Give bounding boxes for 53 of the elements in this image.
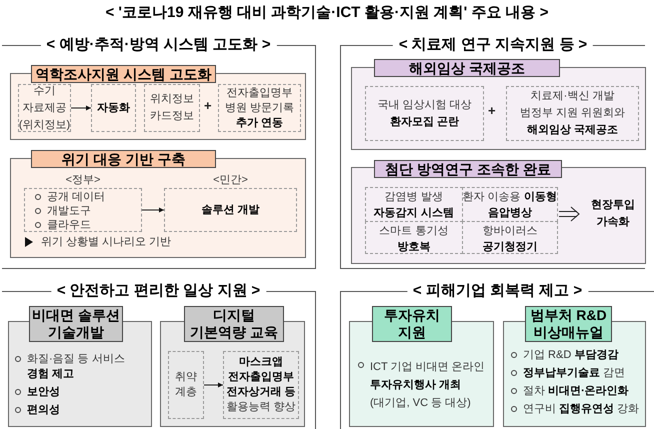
box-text: 자동화	[97, 100, 130, 116]
bullet-text: 공개 데이터	[47, 190, 106, 205]
dashed-box	[144, 84, 200, 132]
box-text: 취약 계층	[174, 370, 198, 400]
dashed-box	[365, 86, 484, 141]
dashed-box	[168, 351, 204, 419]
box-text: 전자출입명부 병원 방문기록 추가 연동	[224, 86, 296, 130]
tab-heading: 투자유치 지원	[372, 306, 452, 342]
plus-sign: +	[488, 103, 496, 118]
bullet-text: 정부납부기술료 감면	[523, 366, 626, 381]
box-text: 위치정보 카드정보	[149, 92, 195, 124]
tab-heading: 범부처 R&D 비상매뉴얼	[525, 306, 612, 342]
dashed-box	[506, 86, 639, 141]
box-text: 마스크앱 전자출입명부 전자상거래 등 활용능력 향상	[226, 355, 296, 415]
box-text: 수기 자료제공 (위치정보)	[18, 84, 70, 132]
section-heading: < 피해기업 회복력 제고 >	[406, 282, 588, 300]
box-heading: <민간>	[213, 173, 248, 188]
tab-heading: 디지털 기본역량 교육	[184, 306, 284, 342]
note-text: 위기 상황별 시나리오 기반	[41, 235, 172, 250]
bullet-text: 기업 R&D 부담경감	[523, 348, 618, 363]
bullet-text: 개발도구	[47, 204, 91, 219]
table-cell: 환자 이송용 이동형 음압병상	[462, 187, 558, 222]
bullet-text: 클라우드	[47, 218, 91, 233]
table-cell: 항바이러스 공기청정기	[462, 220, 558, 254]
tab-heading: 해외임상 국제공조	[374, 59, 560, 77]
arrow	[142, 208, 164, 212]
bullet-text: ICT 기업 비대면 온라인 투자유치행사 개최 (대기업, VC 등 대상)	[370, 360, 486, 411]
tab-heading: 첨단 방역연구 조속한 완료	[374, 160, 562, 178]
tab-heading: 비대면 솔루션 기술개발	[29, 306, 123, 342]
box-text: 솔루션 개발	[201, 202, 260, 218]
bullet-text: 연구비 집행유연성 강화	[523, 402, 640, 417]
box-text: 국내 임상시험 대상 환자모집 곤란	[376, 98, 473, 130]
bullet-text: 절차 비대면·온라인화	[523, 384, 629, 399]
table-cell: 스마트 통기성 방호복	[365, 220, 462, 254]
arrow	[558, 206, 580, 222]
tab-heading: 위기 대응 기반 구축	[31, 150, 216, 168]
page-title: < '코로나19 재유행 대비 과학기술·ICT 활용·지원 계획' 주요 내용 >	[104, 4, 550, 22]
plus-sign: +	[204, 98, 212, 113]
section-heading: < 안전하고 편리한 일상 지원 >	[50, 282, 266, 300]
bullet-text: 화질·음질 등 서비스 경험 제고	[27, 352, 126, 382]
result-text: 현장투입 가속화	[590, 198, 636, 230]
box-heading: <정부>	[66, 173, 100, 188]
dashed-box	[91, 84, 136, 132]
section-heading: < 예방·추적·방역 시스템 고도화 >	[40, 36, 277, 54]
box-text: 치료제·백신 개발 범정부 지원 위원회와 해외임상 국제공조	[519, 89, 626, 138]
arrow	[70, 106, 92, 110]
bullet-text: 편의성	[27, 403, 60, 418]
bullet-text: 보안성	[27, 385, 60, 400]
dashed-box	[218, 84, 301, 132]
section-heading: < 치료제 연구 지속지원 등 >	[392, 36, 594, 54]
arrow	[204, 382, 224, 388]
table-cell: 감염병 발생 자동감지 시스템	[365, 187, 462, 222]
tab-heading: 역학조사지원 시스템 고도화	[31, 65, 216, 83]
